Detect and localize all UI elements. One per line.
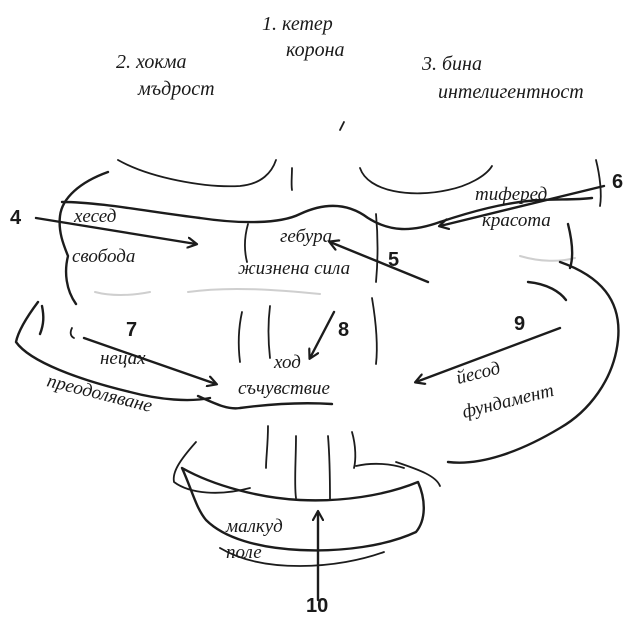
gevurah-meaning: жизнена сила: [238, 258, 350, 279]
label-netzach: 7 нецах преодоляване: [45, 319, 155, 417]
binah-title: 3. бина: [421, 53, 482, 75]
left-lobe-tick: [71, 328, 74, 338]
chesed-meaning: свобода: [72, 246, 135, 267]
arrow-hod: [310, 312, 334, 358]
label-keter: 1. кетер корона: [262, 13, 345, 61]
hokhmah-meaning: мъдрост: [137, 78, 215, 100]
leg-line: [352, 432, 355, 468]
column-line: [239, 312, 242, 362]
top-tick: [340, 122, 344, 130]
top-left-crown-arc: [118, 160, 276, 186]
column-line: [245, 224, 248, 262]
column-line: [376, 214, 378, 282]
malkhut-meaning: поле: [226, 542, 262, 563]
label-chesed: 4 хесед свобода: [10, 206, 135, 267]
right-lobe-inner-stroke: [528, 282, 566, 300]
base-bowl: [182, 468, 424, 550]
binah-meaning: интелигентност: [438, 81, 584, 103]
malkhut-number: 10: [306, 595, 328, 617]
shoulder-wave-line: [62, 202, 440, 229]
netzach-meaning: преодоляване: [45, 370, 155, 416]
label-binah: 3. бина интелигентност: [421, 53, 584, 103]
top-right-crown-arc: [360, 166, 492, 193]
malkhut-title: малкуд: [225, 516, 283, 537]
right-body-contour: [568, 224, 572, 268]
leg-base: [356, 464, 404, 468]
hod-meaning: съчувствие: [238, 378, 330, 399]
lower-left-fold: [174, 442, 250, 493]
netzach-number: 7: [126, 319, 137, 341]
hod-number: 8: [338, 319, 349, 341]
left-body-contour: [60, 172, 108, 304]
gevurah-title: гебура: [280, 226, 332, 247]
leg-line: [328, 436, 330, 500]
leg-line: [266, 426, 268, 468]
column-line: [269, 306, 271, 358]
yesod-title: йесод: [454, 358, 502, 389]
chesed-number: 4: [10, 207, 22, 229]
label-yesod: 9 йесод фундамент: [454, 313, 556, 423]
tiferet-title: тиферед: [475, 184, 547, 205]
left-lobe-inner-stroke: [40, 306, 43, 334]
yesod-meaning: фундамент: [460, 380, 556, 423]
label-hokhmah: 2. хокма мъдрост: [116, 51, 215, 100]
top-right-edge: [596, 160, 601, 206]
leg-line: [295, 436, 296, 498]
label-gevurah: 5 гебура жизнена сила: [238, 226, 399, 279]
right-lower-lobe: [448, 262, 618, 463]
hokhmah-title: 2. хокма: [116, 51, 187, 73]
keter-meaning: корона: [286, 39, 345, 61]
tiferet-number: 6: [612, 171, 623, 193]
column-line: [372, 298, 377, 364]
chesed-title: хесед: [73, 206, 116, 227]
netzach-title: нецах: [100, 348, 146, 369]
tiferet-meaning: красота: [482, 210, 551, 231]
label-hod: 8 ход съчувствие: [238, 319, 349, 399]
yesod-number: 9: [514, 313, 525, 335]
gevurah-number: 5: [388, 249, 399, 271]
keter-title: 1. кетер: [262, 13, 333, 35]
hod-title: ход: [273, 352, 301, 373]
